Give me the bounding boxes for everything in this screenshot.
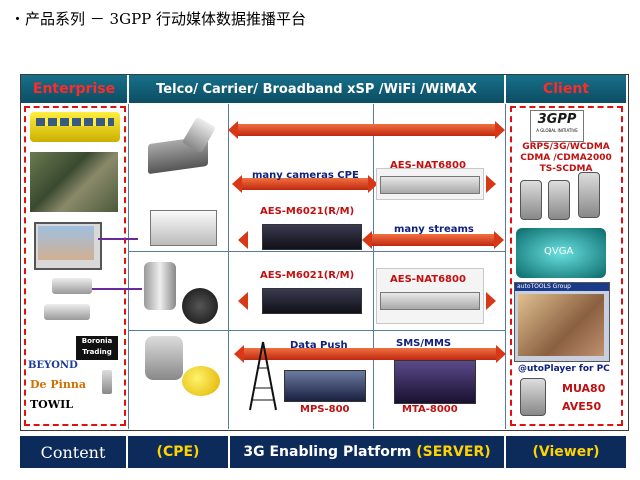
yellow-camera-image xyxy=(182,366,220,396)
boronia-logo-text: Trading xyxy=(82,348,112,356)
footer-platform: 3G Enabling Platform (SERVER) xyxy=(230,436,504,468)
encoder-device-image xyxy=(150,210,217,246)
bus-windows xyxy=(36,118,114,126)
footer-platform-text: 3G Enabling Platform xyxy=(243,444,417,460)
arrow-head-right xyxy=(486,292,496,310)
arrow-head-left xyxy=(228,121,238,139)
header-enterprise: Enterprise xyxy=(21,75,127,103)
qvga-label: QVGA xyxy=(544,246,574,257)
footer-server-text: (SERVER) xyxy=(416,444,491,460)
boronia-logo-text: Boronia xyxy=(81,337,113,345)
aes-m6021-server-image xyxy=(262,224,362,250)
network-tech-label: GRPS/3G/WCDMA CDMA /CDMA2000 TS-SCDMA xyxy=(520,142,612,174)
row-divider xyxy=(129,330,505,331)
arrow-head-right xyxy=(486,175,496,193)
player-title-bar: autoTOOLS Group xyxy=(515,283,609,291)
arrow-head-left xyxy=(234,345,244,363)
client-dashed-box xyxy=(510,106,623,426)
depinna-logo: De Pinna xyxy=(30,378,86,391)
many-streams-label: many streams xyxy=(394,224,474,235)
arrow-streams xyxy=(372,234,494,246)
many-cameras-label: many cameras CPE xyxy=(252,170,359,181)
qvga-device-image xyxy=(516,228,606,278)
player-video xyxy=(518,294,604,356)
column-divider xyxy=(373,104,374,429)
aes-nat-server-image xyxy=(380,176,480,194)
column-divider xyxy=(505,104,506,429)
beyond-logo: BEYOND xyxy=(28,360,78,371)
arrow-head-right xyxy=(495,121,505,139)
aes-m6021-label: AES-M6021(R/M) xyxy=(260,270,355,281)
page-title: ・产品系列 － 3GPP 行动媒体数据推播平台 xyxy=(10,10,307,28)
aes-nat-label: AES-NAT6800 xyxy=(390,274,466,285)
webcam-image xyxy=(145,336,183,380)
arrow-head-left xyxy=(238,292,248,310)
mps-label: MPS-800 xyxy=(300,404,350,415)
3gpp-logo: 3GPP A GLOBAL INITIATIVE xyxy=(530,110,584,142)
arrow-push xyxy=(244,348,496,360)
sms-mms-label: SMS/MMS xyxy=(396,338,452,349)
aes-m6021-label: AES-M6021(R/M) xyxy=(260,206,355,217)
3gpp-logo-text: 3GPP xyxy=(537,112,577,127)
connector-line xyxy=(98,238,138,240)
dome-camera-image xyxy=(182,288,218,324)
row-divider xyxy=(129,251,505,252)
footer-viewer: (Viewer) xyxy=(506,436,626,468)
phone-image xyxy=(520,180,542,220)
ave-label: AVE50 xyxy=(562,400,602,413)
towil-logo: TOWIL xyxy=(30,398,74,411)
arrow-top xyxy=(236,124,496,136)
player-label: @utoPlayer for PC xyxy=(518,364,610,374)
arrow-head-right xyxy=(496,345,506,363)
connector-line xyxy=(92,288,142,290)
arrow-head-right xyxy=(494,231,504,249)
arrow-head-left xyxy=(238,231,248,249)
arrow-head-right xyxy=(368,175,378,193)
phone-image xyxy=(548,180,570,220)
3gpp-logo-sub: A GLOBAL INITIATIVE xyxy=(536,128,578,133)
mua-label: MUA80 xyxy=(562,382,606,395)
camera-image xyxy=(44,304,90,320)
bottle-image xyxy=(102,370,112,394)
header-network: Telco/ Carrier/ Broadband xSP /WiFi /WiM… xyxy=(129,75,504,103)
phone-image xyxy=(578,172,600,218)
bus-image xyxy=(30,112,120,142)
aes-nat-label: AES-NAT6800 xyxy=(390,160,466,171)
footer-content: Content xyxy=(20,436,126,468)
highway-image xyxy=(30,152,118,212)
mta-server-image xyxy=(394,360,476,404)
pda-image xyxy=(520,378,546,416)
arrow-cameras xyxy=(240,178,368,190)
data-push-label: Data Push xyxy=(290,340,348,351)
enterprise-dashed-box xyxy=(24,106,126,426)
antenna-tower-icon xyxy=(249,341,277,411)
mps-server-image xyxy=(284,370,366,402)
camera-device-image xyxy=(144,262,176,310)
camera-image xyxy=(52,278,92,294)
column-divider xyxy=(128,104,129,429)
aes-m6021-server-image xyxy=(262,288,362,314)
header-client: Client xyxy=(506,75,626,103)
footer-cpe: (CPE) xyxy=(128,436,228,468)
mta-label: MTA-8000 xyxy=(402,404,458,415)
arrow-head-left xyxy=(362,231,372,249)
arrow-head-left xyxy=(232,175,242,193)
monitor-screen xyxy=(38,226,94,260)
aes-nat-server-image xyxy=(380,292,480,310)
column-divider xyxy=(228,104,229,429)
